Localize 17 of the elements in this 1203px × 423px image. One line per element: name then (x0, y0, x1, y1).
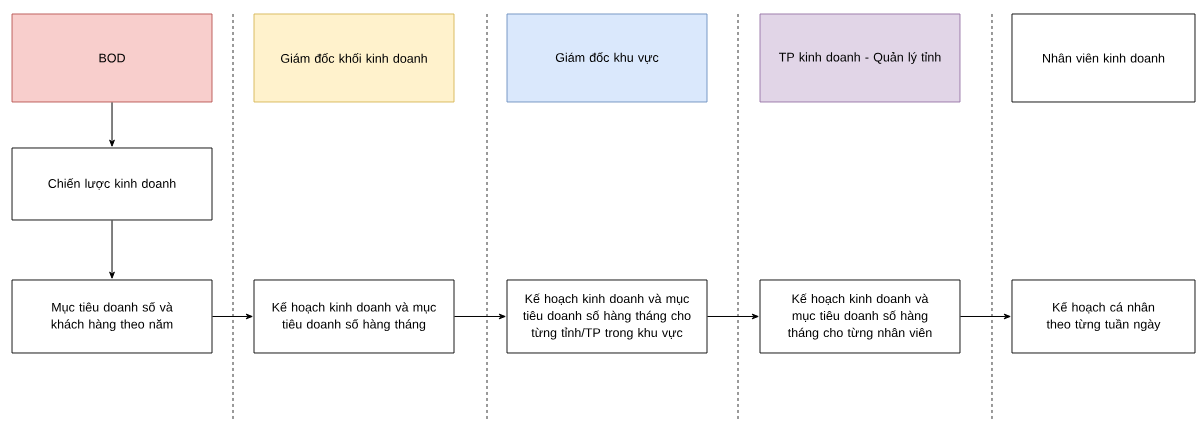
process-box: Mục tiêu doanh số và khách hàng theo năm (11, 279, 213, 354)
role-box: BOD (11, 13, 213, 103)
arrow (706, 313, 759, 320)
process-box: Chiến lược kinh doanh (11, 147, 213, 221)
arrow (211, 313, 253, 320)
arrow (109, 219, 115, 279)
role-box: TP kinh doanh - Quản lý tỉnh (759, 13, 961, 103)
role-box: Giám đốc khối kinh doanh (253, 13, 455, 103)
arrow (109, 101, 115, 147)
role-box: Nhân viên kinh doanh (1011, 13, 1196, 103)
process-box: Kế hoạch kinh doanh và mục tiêu doanh số hàng tháng cho từng nhân viên (759, 279, 961, 354)
process-box: Kế hoạch kinh doanh và mục tiêu doanh số hàng tháng (253, 279, 455, 354)
process-box: Kế hoạch kinh doanh và mục tiêu doanh số hàng tháng cho từng tỉnh/TP trong khu vực (506, 279, 708, 354)
role-box: Giám đốc khu vực (506, 13, 708, 103)
process-box: Kế hoạch cá nhân theo từng tuần ngày (1011, 279, 1196, 354)
arrow (959, 313, 1011, 320)
arrow (453, 313, 506, 320)
